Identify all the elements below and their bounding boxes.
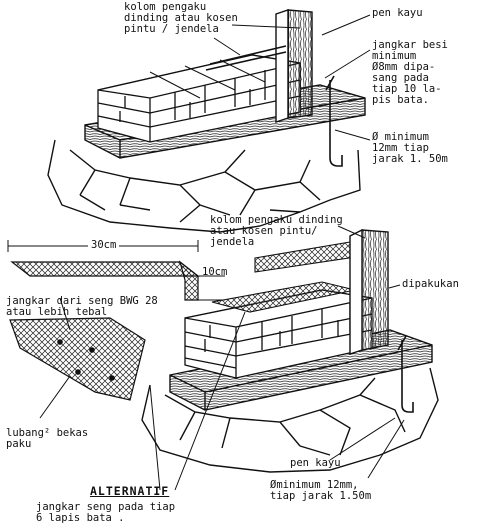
top-jangkar-label: jangkar besi minimum Ø8mm dipa- sang pad… — [372, 39, 448, 106]
bottom-leaders — [59, 225, 405, 491]
lubang-label: lubang² bekas paku — [6, 427, 89, 450]
top-leaders — [213, 14, 371, 141]
alternatif-description: jangkar seng pada tiap 6 lapis bata . — [36, 501, 176, 524]
bottom-minimum-label: Øminimum 12mm, tiap jarak 1.50m — [270, 479, 372, 502]
bottom-foundation-stones — [141, 367, 439, 473]
height-dimension-label: 10cm — [202, 266, 228, 278]
width-dimension-label: 30cm — [88, 240, 120, 251]
bottom-kolom-label: kolom pengaku dinding atau kosen pintu/ … — [210, 214, 343, 248]
bottom-sill-beam — [169, 329, 433, 411]
bottom-column — [349, 228, 389, 355]
seng-plate — [9, 317, 146, 419]
seng-strip — [7, 240, 225, 301]
top-foundation-stones — [47, 139, 361, 233]
top-pen-kayu-label: pen kayu — [372, 7, 423, 19]
top-anchor-bar — [205, 45, 343, 167]
bottom-anchor-bar — [397, 335, 414, 413]
seng-label: jangkar dari seng BWG 28 atau lebih teba… — [6, 295, 158, 318]
top-minimum-label: Ø minimum 12mm tiap jarak 1. 50m — [372, 131, 448, 165]
dipakukan-label: dipakukan — [402, 278, 459, 290]
alternatif-title: ALTERNATIF — [90, 484, 170, 498]
bottom-pen-kayu-label: pen kayu — [290, 457, 341, 469]
top-kolom-label: kolom pengaku dinding atau kosen pintu /… — [124, 1, 238, 35]
top-column — [275, 9, 313, 123]
